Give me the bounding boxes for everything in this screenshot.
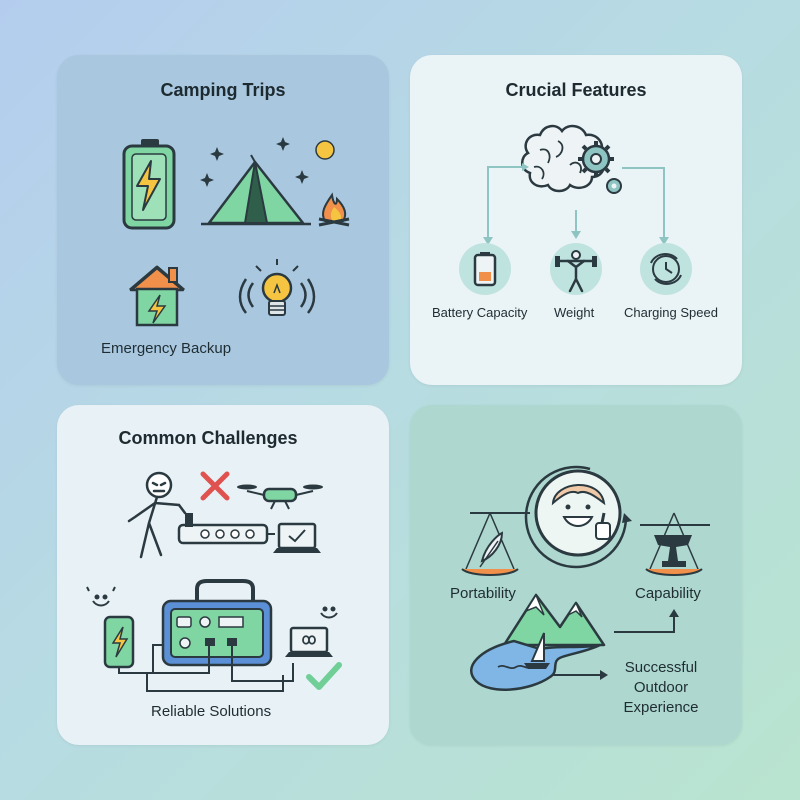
battery-capacity-icon bbox=[459, 243, 511, 295]
power-station-icon bbox=[161, 579, 273, 667]
check-icon bbox=[306, 662, 342, 690]
outcome-line-3: Experience bbox=[623, 699, 699, 716]
portability-scale-icon bbox=[461, 512, 530, 576]
battery-capacity-label: Battery Capacity bbox=[432, 305, 528, 320]
cycle-arrow bbox=[524, 465, 628, 569]
outdoor-experience-panel: Portability Capability Successful Outdoo… bbox=[410, 405, 742, 745]
camping-trips-title: Camping Trips bbox=[160, 80, 286, 100]
features-diagram bbox=[459, 124, 692, 295]
campfire-icon bbox=[318, 192, 350, 227]
emergency-backup-label: Emergency Backup bbox=[101, 340, 232, 357]
house-icon bbox=[129, 265, 185, 327]
camping-trips-panel: Camping Trips bbox=[57, 55, 389, 385]
challenges-illustration bbox=[86, 471, 342, 692]
sailboat-icon bbox=[524, 632, 550, 669]
mountain-icon bbox=[502, 593, 606, 647]
error-x-icon bbox=[200, 471, 230, 501]
balance-illustration bbox=[461, 465, 710, 691]
crucial-features-panel: Crucial Features bbox=[410, 55, 742, 385]
happy-face-icon bbox=[86, 586, 116, 607]
tent-icon bbox=[201, 154, 311, 226]
stars-icon bbox=[200, 137, 309, 187]
capability-scale-icon bbox=[640, 512, 710, 576]
smiley-icon bbox=[534, 469, 622, 557]
drone-icon bbox=[237, 484, 323, 510]
outcome-line-2: Outdoor bbox=[633, 679, 689, 696]
common-challenges-panel: Common Challenges bbox=[57, 405, 389, 745]
crucial-features-title: Crucial Features bbox=[505, 80, 647, 100]
moon-icon bbox=[315, 140, 335, 160]
power-strip-icon bbox=[177, 513, 275, 545]
connector-arrows bbox=[487, 166, 665, 240]
capability-label: Capability bbox=[635, 585, 701, 602]
cables bbox=[118, 644, 294, 692]
reliable-solutions-label: Reliable Solutions bbox=[151, 703, 272, 720]
common-challenges-title: Common Challenges bbox=[118, 428, 298, 448]
phone-icon bbox=[103, 615, 135, 669]
frustrated-person-icon bbox=[127, 471, 187, 559]
dumbbell-icon bbox=[550, 243, 602, 295]
laptop-infinity-icon bbox=[285, 626, 333, 657]
outcome-line-1: Successful bbox=[624, 659, 698, 676]
brain-gear-icon bbox=[521, 124, 622, 194]
charging-speed-label: Charging Speed bbox=[624, 305, 718, 320]
weight-label: Weight bbox=[554, 305, 595, 320]
happy-face-right-icon bbox=[320, 606, 338, 619]
clock-icon bbox=[640, 243, 692, 295]
lightbulb-icon bbox=[238, 259, 316, 316]
laptop-icon bbox=[273, 522, 321, 553]
battery-icon bbox=[122, 139, 176, 230]
portability-label: Portability bbox=[450, 585, 516, 602]
camping-illustration bbox=[122, 137, 350, 327]
flow-arrows bbox=[552, 615, 675, 676]
arrow-heads bbox=[483, 163, 669, 245]
